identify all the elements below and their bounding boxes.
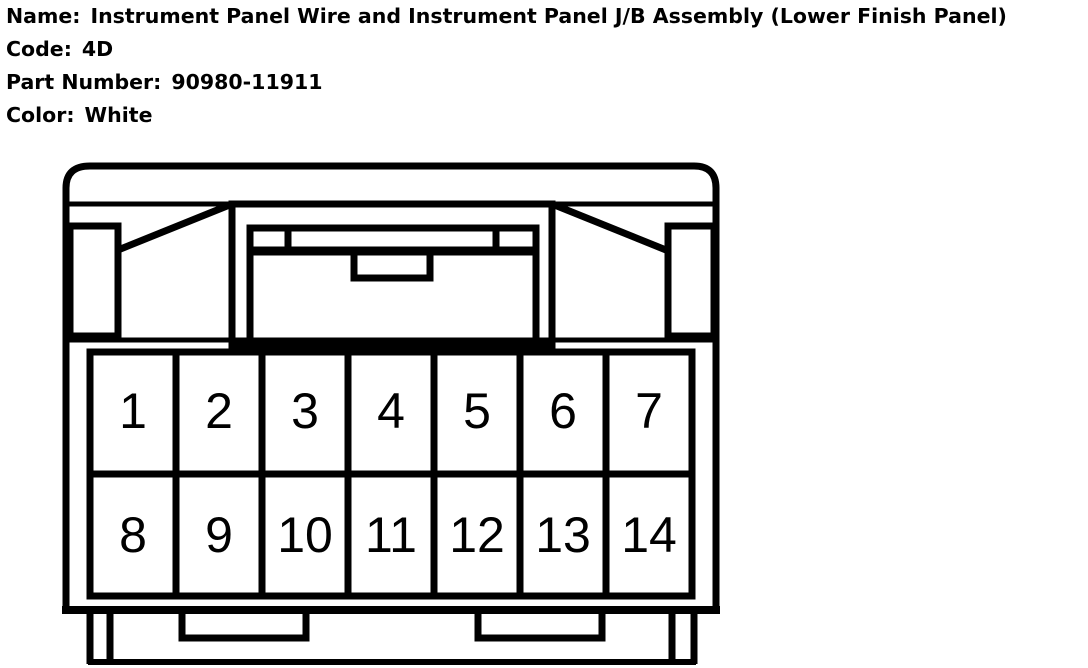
name-value: Instrument Panel Wire and Instrument Pan…	[90, 4, 1007, 28]
left-side-block	[66, 222, 122, 340]
code-value: 4D	[81, 37, 114, 61]
skirt-right-tab	[474, 606, 606, 642]
pin-14: 14	[621, 507, 677, 563]
right-side-block	[664, 222, 718, 340]
part-number-value: 90980-11911	[171, 70, 323, 94]
connector-info: Name: Instrument Panel Wire and Instrumen…	[6, 0, 1007, 132]
color-row: Color: White	[6, 99, 1007, 132]
name-label: Name:	[6, 4, 81, 28]
pin-9: 9	[205, 507, 233, 563]
pin-10: 10	[277, 507, 333, 563]
pin-7: 7	[635, 383, 663, 439]
latch-tab	[350, 252, 434, 282]
pin-2: 2	[205, 383, 233, 439]
connector-housing	[62, 162, 720, 610]
part-number-row: Part Number: 90980-11911	[6, 66, 1007, 99]
pin-grid-columns	[172, 352, 610, 596]
skirt-left-tab	[178, 606, 310, 642]
pin-3: 3	[291, 383, 319, 439]
code-label: Code:	[6, 37, 72, 61]
pin-12: 12	[449, 507, 505, 563]
pin-8: 8	[119, 507, 147, 563]
right-wedge	[550, 200, 668, 254]
code-row: Code: 4D	[6, 33, 1007, 66]
left-wedge	[116, 200, 234, 254]
name-row: Name: Instrument Panel Wire and Instrumen…	[6, 0, 1007, 33]
lock-latch	[246, 248, 540, 352]
color-value: White	[84, 103, 153, 127]
pin-11: 11	[365, 507, 417, 563]
pin-5: 5	[463, 383, 491, 439]
pin-1: 1	[119, 383, 147, 439]
pin-4: 4	[377, 383, 405, 439]
part-number-label: Part Number:	[6, 70, 162, 94]
pin-6: 6	[549, 383, 577, 439]
color-label: Color:	[6, 103, 75, 127]
pin-13: 13	[535, 507, 591, 563]
pin-labels: 1 2 3 4 5 6 7 8 9 10 11 12 13 14	[119, 383, 677, 563]
